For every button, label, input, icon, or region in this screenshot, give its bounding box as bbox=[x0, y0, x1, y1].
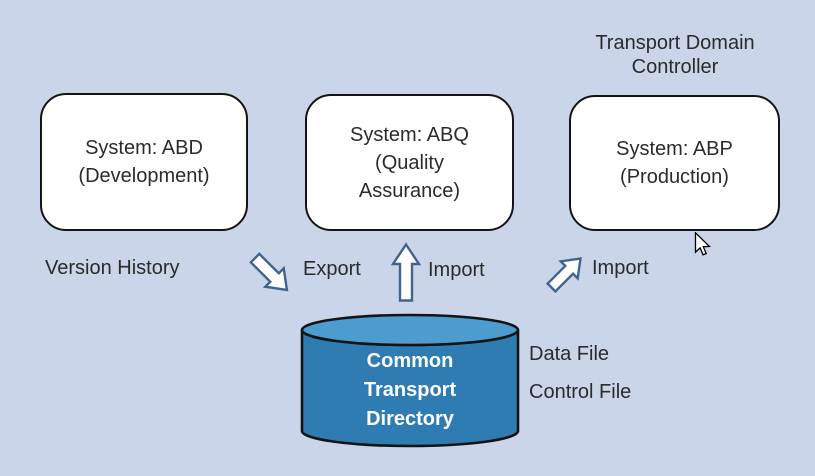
control-file-label: Control File bbox=[529, 381, 632, 403]
system-name: System: ABD bbox=[85, 137, 203, 159]
system-name: System: ABQ bbox=[350, 123, 469, 146]
system-role: (Development) bbox=[78, 165, 210, 187]
cylinder-line: Directory bbox=[366, 408, 454, 430]
import-prod-label: Import bbox=[592, 257, 649, 279]
version-history-label: Version History bbox=[45, 257, 180, 279]
export-label: Export bbox=[303, 258, 361, 280]
system-box-label: System: ABP (Production) bbox=[616, 135, 733, 191]
system-role: (Production) bbox=[620, 166, 729, 188]
transport-directory-cylinder bbox=[300, 313, 520, 448]
system-role: (Quality bbox=[375, 151, 444, 174]
caption-line: Controller bbox=[631, 56, 719, 78]
data-file-label: Data File bbox=[529, 343, 610, 365]
cylinder-line: Transport bbox=[363, 379, 457, 401]
export-arrow-icon bbox=[243, 246, 299, 302]
caption-line: Transport Domain bbox=[595, 32, 755, 54]
system-name: System: ABP bbox=[616, 138, 733, 160]
system-box-label: System: ABD (Development) bbox=[78, 134, 209, 190]
system-box-abp-production: System: ABP (Production) bbox=[569, 95, 780, 231]
system-box-abq-quality-assurance: System: ABQ (Quality Assurance) bbox=[305, 94, 514, 231]
system-box-abd-development: System: ABD (Development) bbox=[40, 93, 248, 231]
transport-directory-label: Common Transport Directory bbox=[302, 347, 518, 434]
transport-domain-controller-caption: Transport Domain Controller bbox=[570, 31, 780, 79]
cylinder-line: Common bbox=[366, 350, 454, 372]
import-arrow-diagonal-icon bbox=[541, 248, 591, 298]
import-arrow-up-icon bbox=[390, 242, 422, 302]
import-qa-label: Import bbox=[428, 259, 485, 281]
system-box-label: System: ABQ (Quality Assurance) bbox=[350, 121, 469, 205]
mouse-cursor-icon bbox=[694, 232, 711, 256]
system-role: Assurance) bbox=[358, 179, 461, 202]
